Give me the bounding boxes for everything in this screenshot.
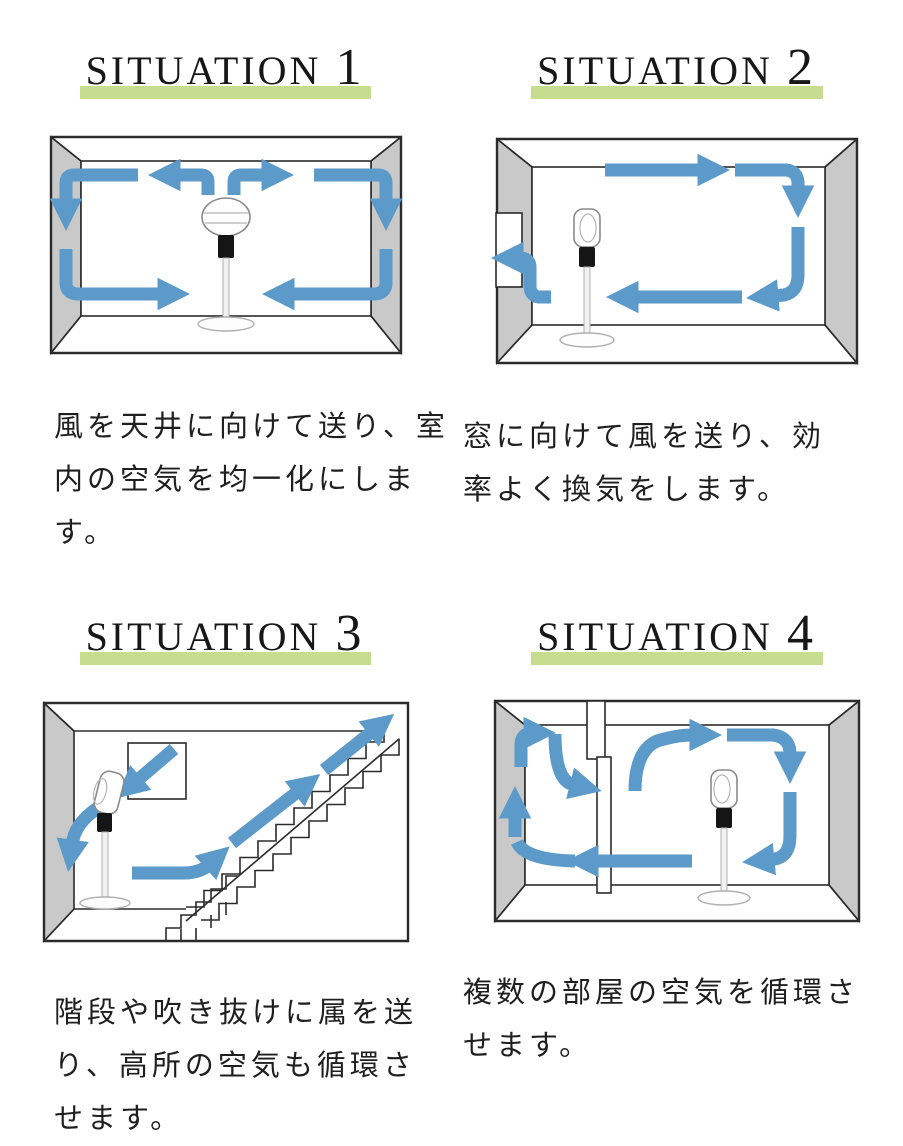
title-number: 4 — [786, 605, 813, 662]
panel-title-1: SITUATION 1 — [79, 38, 372, 99]
fan-icon — [559, 208, 615, 348]
title-highlight-bar — [79, 86, 372, 99]
airflow-arrows — [56, 713, 394, 881]
title-highlight-bar — [531, 86, 823, 99]
panel-description: 風を天井に向けて送り、室 内の空気を均一化にします。 — [54, 411, 449, 549]
situation-panel-4: SITUATION 4 — [451, 604, 903, 1146]
panel-title-4: SITUATION 4 — [531, 604, 823, 665]
situation-panel-1: SITUATION 1 風 — [0, 38, 451, 560]
panel-title-2: SITUATION 2 — [531, 38, 823, 99]
airflow-arrows — [491, 153, 815, 314]
right-wall — [828, 699, 860, 924]
room-outline — [495, 137, 859, 365]
perspective-lines — [496, 138, 858, 364]
situation-panel-2: SITUATION 2 窓に向 — [451, 38, 903, 560]
airflow-diagram-two-rooms — [493, 699, 861, 924]
left-wall — [42, 701, 75, 944]
room-outline — [493, 699, 861, 923]
perspective-lines — [494, 700, 860, 922]
right-wall — [824, 137, 858, 366]
airflow-diagram-ceiling — [49, 135, 402, 356]
airflow-diagram-window — [491, 137, 859, 366]
perspective-lines — [49, 136, 402, 354]
title-number: 3 — [335, 605, 362, 662]
title-word: SITUATION — [537, 48, 773, 93]
fan-icon — [78, 770, 131, 910]
window-opening — [495, 212, 523, 288]
title-number: 2 — [786, 39, 813, 96]
title-word: SITUATION — [85, 48, 322, 93]
room-outline — [49, 135, 402, 355]
fan-icon — [697, 769, 751, 906]
airflow-arrows — [49, 158, 402, 311]
panel-description: 階段や吹き抜けに属を送 り、高所の空気も循環さ せます。 — [54, 997, 418, 1135]
airflow-diagram-staircase — [42, 701, 409, 944]
airflow-arrows — [498, 716, 807, 878]
title-highlight-bar — [531, 652, 823, 665]
title-number: 1 — [335, 39, 362, 96]
perspective-lines — [42, 702, 384, 942]
panel-description: 複数の部屋の空気を循環さ せます。 — [463, 977, 860, 1062]
title-word: SITUATION — [537, 614, 773, 659]
panel-description: 窓に向けて風を送り、効 率よく換気をします。 — [463, 421, 825, 506]
title-word: SITUATION — [85, 614, 322, 659]
fan-icon — [196, 197, 255, 332]
title-highlight-bar — [79, 652, 372, 665]
staircase — [164, 725, 400, 941]
panel-title-3: SITUATION 3 — [79, 604, 372, 665]
room-outline — [42, 701, 409, 943]
situation-panel-3: SITUATION 3 — [0, 604, 451, 1146]
